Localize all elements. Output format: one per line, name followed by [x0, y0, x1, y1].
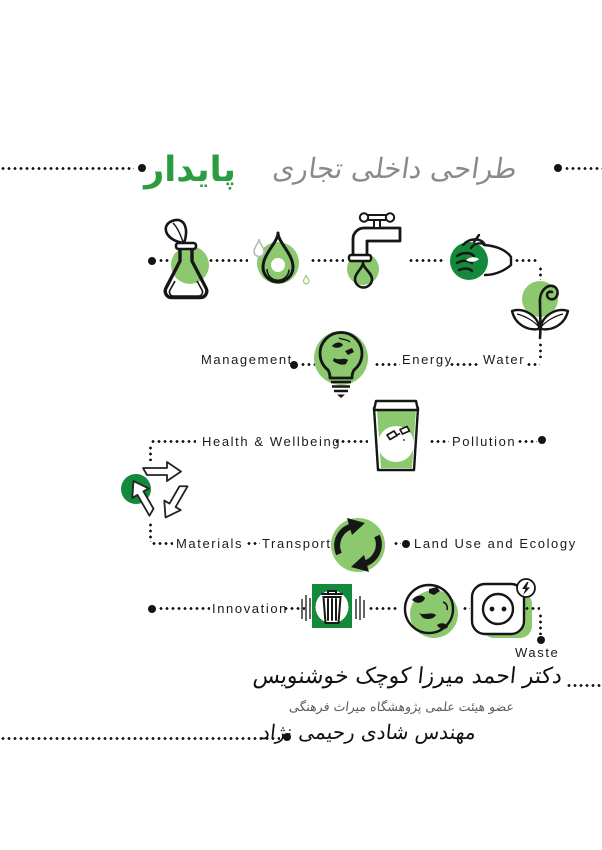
label-innovation: Innovation: [212, 601, 288, 616]
dotted-connector: [408, 259, 444, 262]
dotted-connector: [149, 445, 152, 461]
dotted-connector: [0, 167, 134, 170]
dotted-connector: [524, 607, 540, 610]
dotted-connector: [564, 167, 602, 170]
dotted-connector: [158, 607, 210, 610]
connector-dot: [537, 636, 545, 644]
sprout-icon: [507, 272, 573, 340]
label-water: Water: [483, 352, 526, 367]
water-drop-icon: [240, 225, 320, 289]
dotted-connector: [310, 259, 344, 262]
dotted-connector: [566, 684, 602, 687]
dotted-connector: [514, 259, 538, 262]
connector-dot: [538, 436, 546, 444]
dotted-connector: [517, 440, 537, 443]
connector-dot: [402, 540, 410, 548]
dotted-connector: [246, 542, 260, 545]
hand-leaf-icon: [444, 232, 514, 290]
label-transport: Transport: [262, 536, 332, 551]
trash-bin-icon: [299, 581, 367, 637]
dotted-connector: [374, 363, 400, 366]
dotted-connector: [539, 342, 542, 358]
connector-dot: [138, 164, 146, 172]
credit-affiliation: عضو هیئت علمی پژوهشگاه میراث فرهنگی: [288, 699, 515, 714]
dotted-connector: [300, 363, 322, 366]
bulb-earth-icon: [309, 325, 373, 399]
dotted-connector: [208, 259, 248, 262]
recycle-icon: [112, 456, 196, 524]
connector-dot: [148, 605, 156, 613]
dotted-connector: [334, 440, 368, 443]
cup-waste-icon: [367, 396, 425, 474]
dotted-connector: [368, 607, 398, 610]
label-management: Management: [201, 352, 293, 367]
dotted-connector: [526, 363, 540, 366]
dotted-connector: [393, 542, 401, 545]
flask-plant-icon: [153, 217, 219, 305]
label-pollution: Pollution: [452, 434, 517, 449]
dotted-connector: [0, 737, 280, 740]
label-health-wellbeing: Health & Wellbeing: [202, 434, 342, 449]
dotted-connector: [150, 440, 196, 443]
label-land-use-ecology: Land Use and Ecology: [414, 536, 577, 551]
label-materials: Materials: [176, 536, 244, 551]
title-main: طراحی داخلی تجاری: [270, 152, 520, 185]
dotted-connector: [539, 613, 542, 635]
connector-dot: [148, 257, 156, 265]
dotted-connector: [539, 266, 542, 280]
label-waste: Waste: [515, 645, 560, 660]
dotted-connector: [429, 440, 449, 443]
credit-author-2: مهندس شادی رحیمی نژاد: [260, 720, 478, 744]
connector-dot: [283, 733, 291, 741]
dotted-connector: [283, 607, 305, 610]
label-energy: Energy: [402, 352, 453, 367]
dotted-connector: [462, 607, 470, 610]
connector-dot: [290, 361, 298, 369]
dotted-connector: [449, 363, 479, 366]
title-highlight: پایدار: [144, 150, 236, 190]
dotted-connector: [151, 542, 173, 545]
credit-author-1: دکتر احمد میرزا کوچک خوشنویس: [251, 664, 564, 689]
dotted-connector: [149, 522, 152, 542]
earth-icon: [399, 580, 463, 642]
cycle-arrows-icon: [325, 512, 391, 578]
connector-dot: [554, 164, 562, 172]
faucet-icon: [344, 211, 404, 289]
dotted-connector: [158, 259, 184, 262]
power-socket-icon: [464, 578, 536, 642]
